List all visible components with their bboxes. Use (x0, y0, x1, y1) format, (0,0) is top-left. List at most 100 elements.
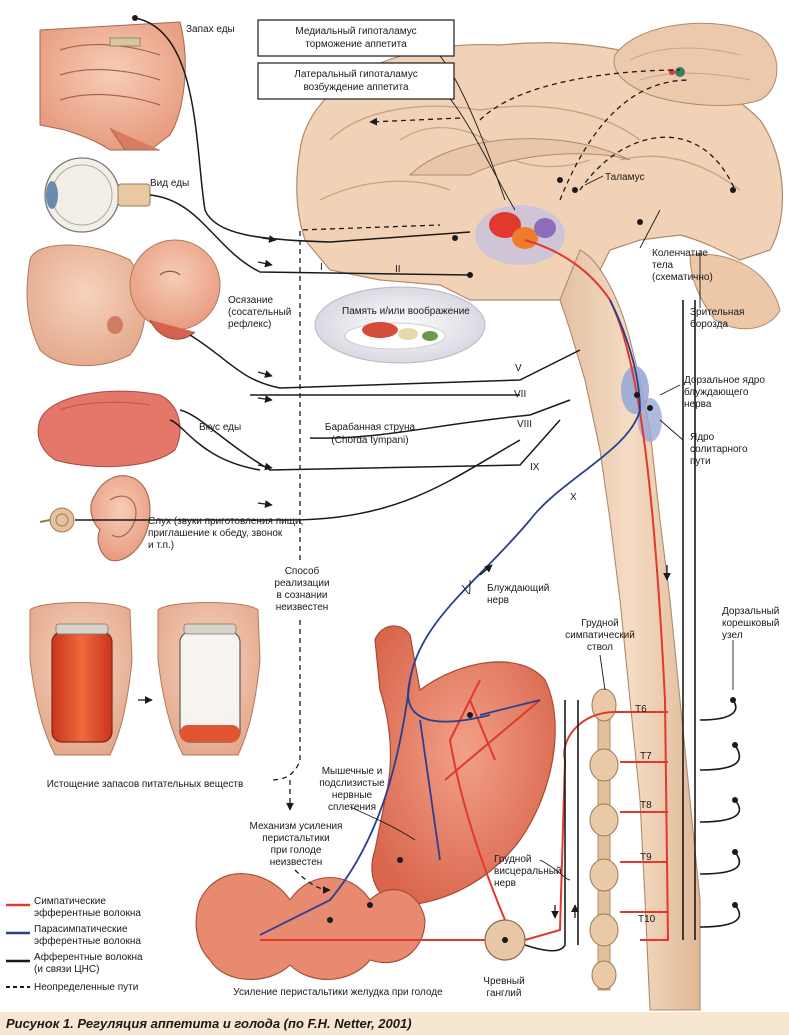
memory-cloud (314, 286, 486, 364)
lateral-box-line1: Латеральный гипоталамус (294, 69, 417, 80)
label-hearing-2: приглашение к обеду, звонок (148, 527, 283, 539)
label-visceral-3: нерв (494, 878, 516, 889)
label-memory: Память и/или воображение (342, 305, 470, 317)
label-plexus-2: подслизистые (319, 778, 385, 789)
label-solitary-1: Ядро (690, 432, 715, 443)
label-dorsal-nucleus-3: нерва (684, 399, 712, 410)
legend-afferent-2: (и связи ЦНС) (34, 964, 99, 975)
legend-item-undetermined: Неопределенные пути (6, 982, 138, 993)
label-touch-2: (сосательный (228, 307, 291, 318)
segment-T8: T8 (640, 800, 652, 811)
medial-hypothalamus-box: Медиальный гипоталамус торможение аппети… (257, 19, 455, 57)
tongue-illustration (37, 390, 181, 468)
appetite-regulation-diagram: Медиальный гипоталамус торможение аппети… (6, 15, 784, 1011)
cranial-nerve-II: II (395, 264, 401, 275)
label-geniculate-3: (схематично) (652, 272, 713, 283)
label-smell: Запах еды (186, 24, 235, 35)
label-hearing-3: и т.п.) (148, 540, 174, 551)
dashed-pathways (269, 69, 736, 894)
label-plexus-3: нервные (332, 790, 373, 801)
label-thalamus: Таламус (605, 172, 645, 183)
legend-item-sympathetic: Симпатические эфферентные волокна (6, 896, 141, 919)
labels: Запах еды Вид еды Осязание (сосательный … (47, 24, 780, 999)
label-dorsal-nucleus-1: Дорзальное ядро (684, 375, 765, 386)
cranial-nerve-IX: IX (530, 462, 540, 473)
label-touch-3: рефлекс) (228, 318, 271, 330)
label-visual-sulcus-2: борозда (690, 318, 729, 330)
label-celiac-1: Чревный (483, 976, 524, 987)
label-solitary-2: солитарного (690, 444, 748, 455)
sympathetic-pathways (260, 239, 670, 941)
label-dorsal-ganglion-2: корешковый (722, 618, 779, 629)
legend-undetermined-1: Неопределенные пути (34, 982, 138, 993)
spinal-segment-labels: T6 T7 T8 T9 T10 (635, 704, 656, 925)
cranial-nerve-X: X (570, 492, 577, 503)
label-vagus-2: нерв (487, 595, 509, 606)
nose-illustration (39, 21, 186, 151)
legend-item-parasympathetic: Парасимпатические эфферентные волокна (6, 924, 141, 947)
torso-empty-illustration (138, 602, 261, 756)
baby-illustration (26, 239, 221, 367)
cranial-nerve-labels: I II V VII VIII IX X (320, 262, 577, 503)
label-chorda-1: Барабанная струна (325, 421, 416, 433)
label-visceral-2: висцеральный (494, 866, 562, 877)
medial-box-line2: торможение аппетита (305, 39, 407, 50)
label-unknown-1: Способ (285, 565, 320, 577)
label-thoracic-trunk-2: симпатический (565, 630, 635, 641)
label-depletion: Истощение запасов питательных веществ (47, 779, 244, 790)
label-bottom: Усиление перистальтики желудка при голод… (233, 987, 443, 998)
figure-caption: Рисунок 1. Регуляция аппетита и голода (… (6, 1016, 412, 1031)
leader-lines (349, 33, 734, 881)
legend-parasympathetic-1: Парасимпатические (34, 924, 128, 935)
nerve-dots (132, 15, 738, 943)
torso-full-illustration (29, 602, 133, 756)
label-peristalsis-3: при голоде (271, 845, 322, 856)
label-sight: Вид еды (150, 178, 189, 189)
direction-arrows (257, 235, 671, 919)
legend-sympathetic-1: Симпатические (34, 896, 106, 907)
label-celiac-2: ганглий (487, 988, 522, 999)
cranial-nerve-VIII: VIII (517, 419, 532, 430)
segment-T10: T10 (638, 914, 656, 925)
sympathetic-chain-illustration (589, 688, 619, 991)
segment-T7: T7 (640, 751, 652, 762)
legend-sympathetic-2: эфферентные волокна (34, 907, 141, 919)
spinal-afferents (524, 300, 741, 952)
label-chorda-2: (Chorda tympani) (331, 435, 408, 446)
inset-brain-illustration (613, 22, 778, 106)
label-thoracic-trunk-1: Грудной (581, 618, 618, 629)
label-peristalsis-2: перистальтики (262, 833, 330, 844)
label-touch-1: Осязание (228, 295, 273, 306)
label-plexus-4: сплетения (328, 802, 376, 813)
label-unknown-3: в сознании (276, 590, 327, 601)
legend-item-afferent: Афферентные волокна (и связи ЦНС) (6, 951, 143, 975)
label-taste: Вкус еды (199, 422, 241, 433)
ear-illustration (39, 475, 151, 562)
segment-T6: T6 (635, 704, 647, 715)
legend: Симпатические эфферентные волокна Параси… (6, 896, 143, 993)
lateral-box-line2: возбуждение аппетита (303, 81, 409, 93)
cranial-nerve-VII: VII (514, 389, 526, 400)
label-vagus-1: Блуждающий (487, 583, 549, 594)
cranial-nerve-V: V (515, 363, 522, 374)
label-visual-sulcus-1: Зрительная (690, 307, 744, 318)
intestine-illustration (195, 873, 426, 980)
label-hearing-1: Слух (звуки приготовления пищи, (148, 516, 303, 527)
label-peristalsis-4: неизвестен (270, 857, 323, 868)
label-geniculate-2: тела (652, 260, 674, 271)
parasympathetic-pathways (259, 299, 641, 936)
label-unknown-2: реализации (274, 578, 329, 589)
legend-parasympathetic-2: эфферентные волокна (34, 935, 141, 947)
cranial-nerve-I: I (320, 262, 323, 273)
label-geniculate-1: Коленчатые (652, 248, 708, 259)
brain-illustration (296, 42, 784, 1011)
lateral-hypothalamus-box: Латеральный гипоталамус возбуждение аппе… (257, 62, 455, 100)
legend-afferent-1: Афферентные волокна (34, 951, 143, 963)
label-solitary-3: пути (690, 456, 711, 467)
label-dorsal-ganglion-3: узел (722, 630, 743, 641)
label-plexus-1: Мышечные и (322, 766, 383, 777)
label-unknown-4: неизвестен (276, 602, 329, 613)
label-dorsal-nucleus-2: блуждающего (684, 386, 749, 398)
segment-T9: T9 (640, 852, 652, 863)
